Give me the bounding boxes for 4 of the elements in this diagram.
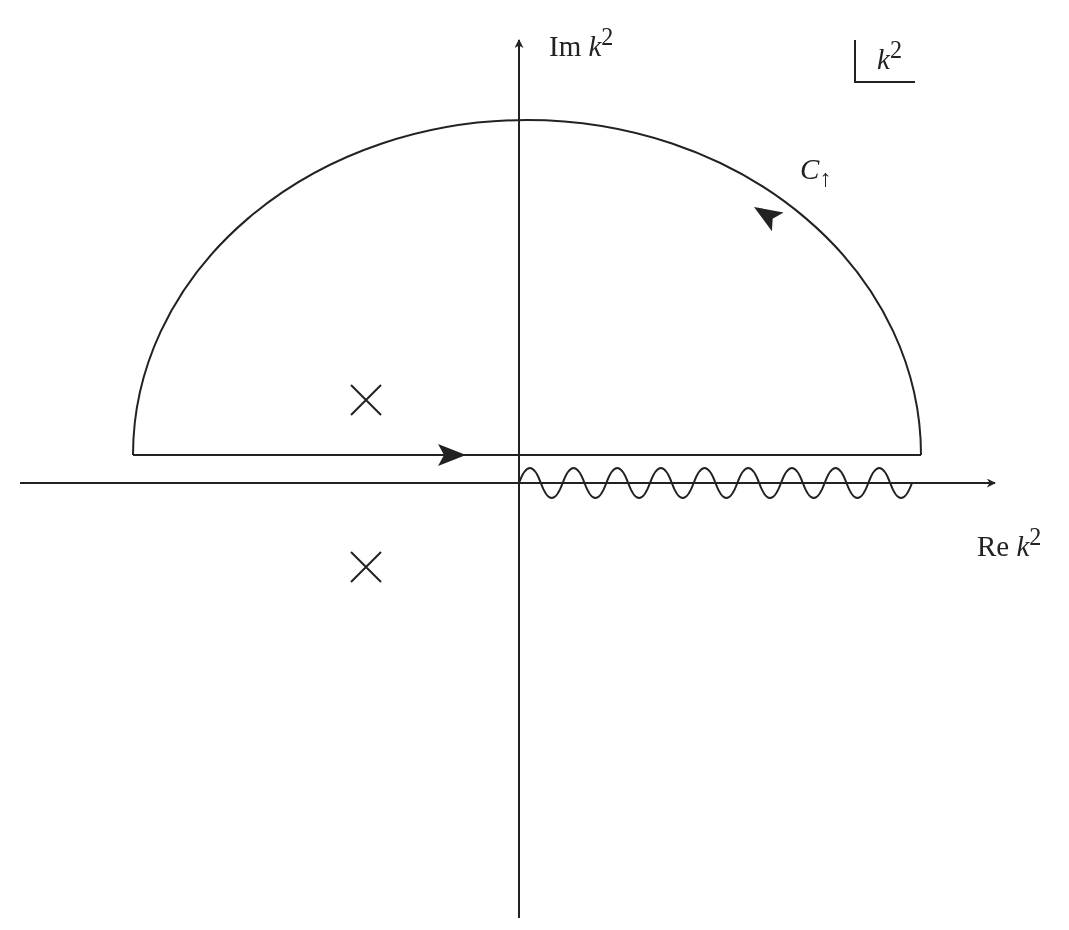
- axis-label: Re k$^{2}$: [977, 525, 1042, 561]
- axis-label: Im k$^{2}$: [549, 25, 614, 61]
- plane-label: k$^{2}$: [877, 38, 902, 74]
- contour-label: C$_{↑}$: [800, 155, 832, 190]
